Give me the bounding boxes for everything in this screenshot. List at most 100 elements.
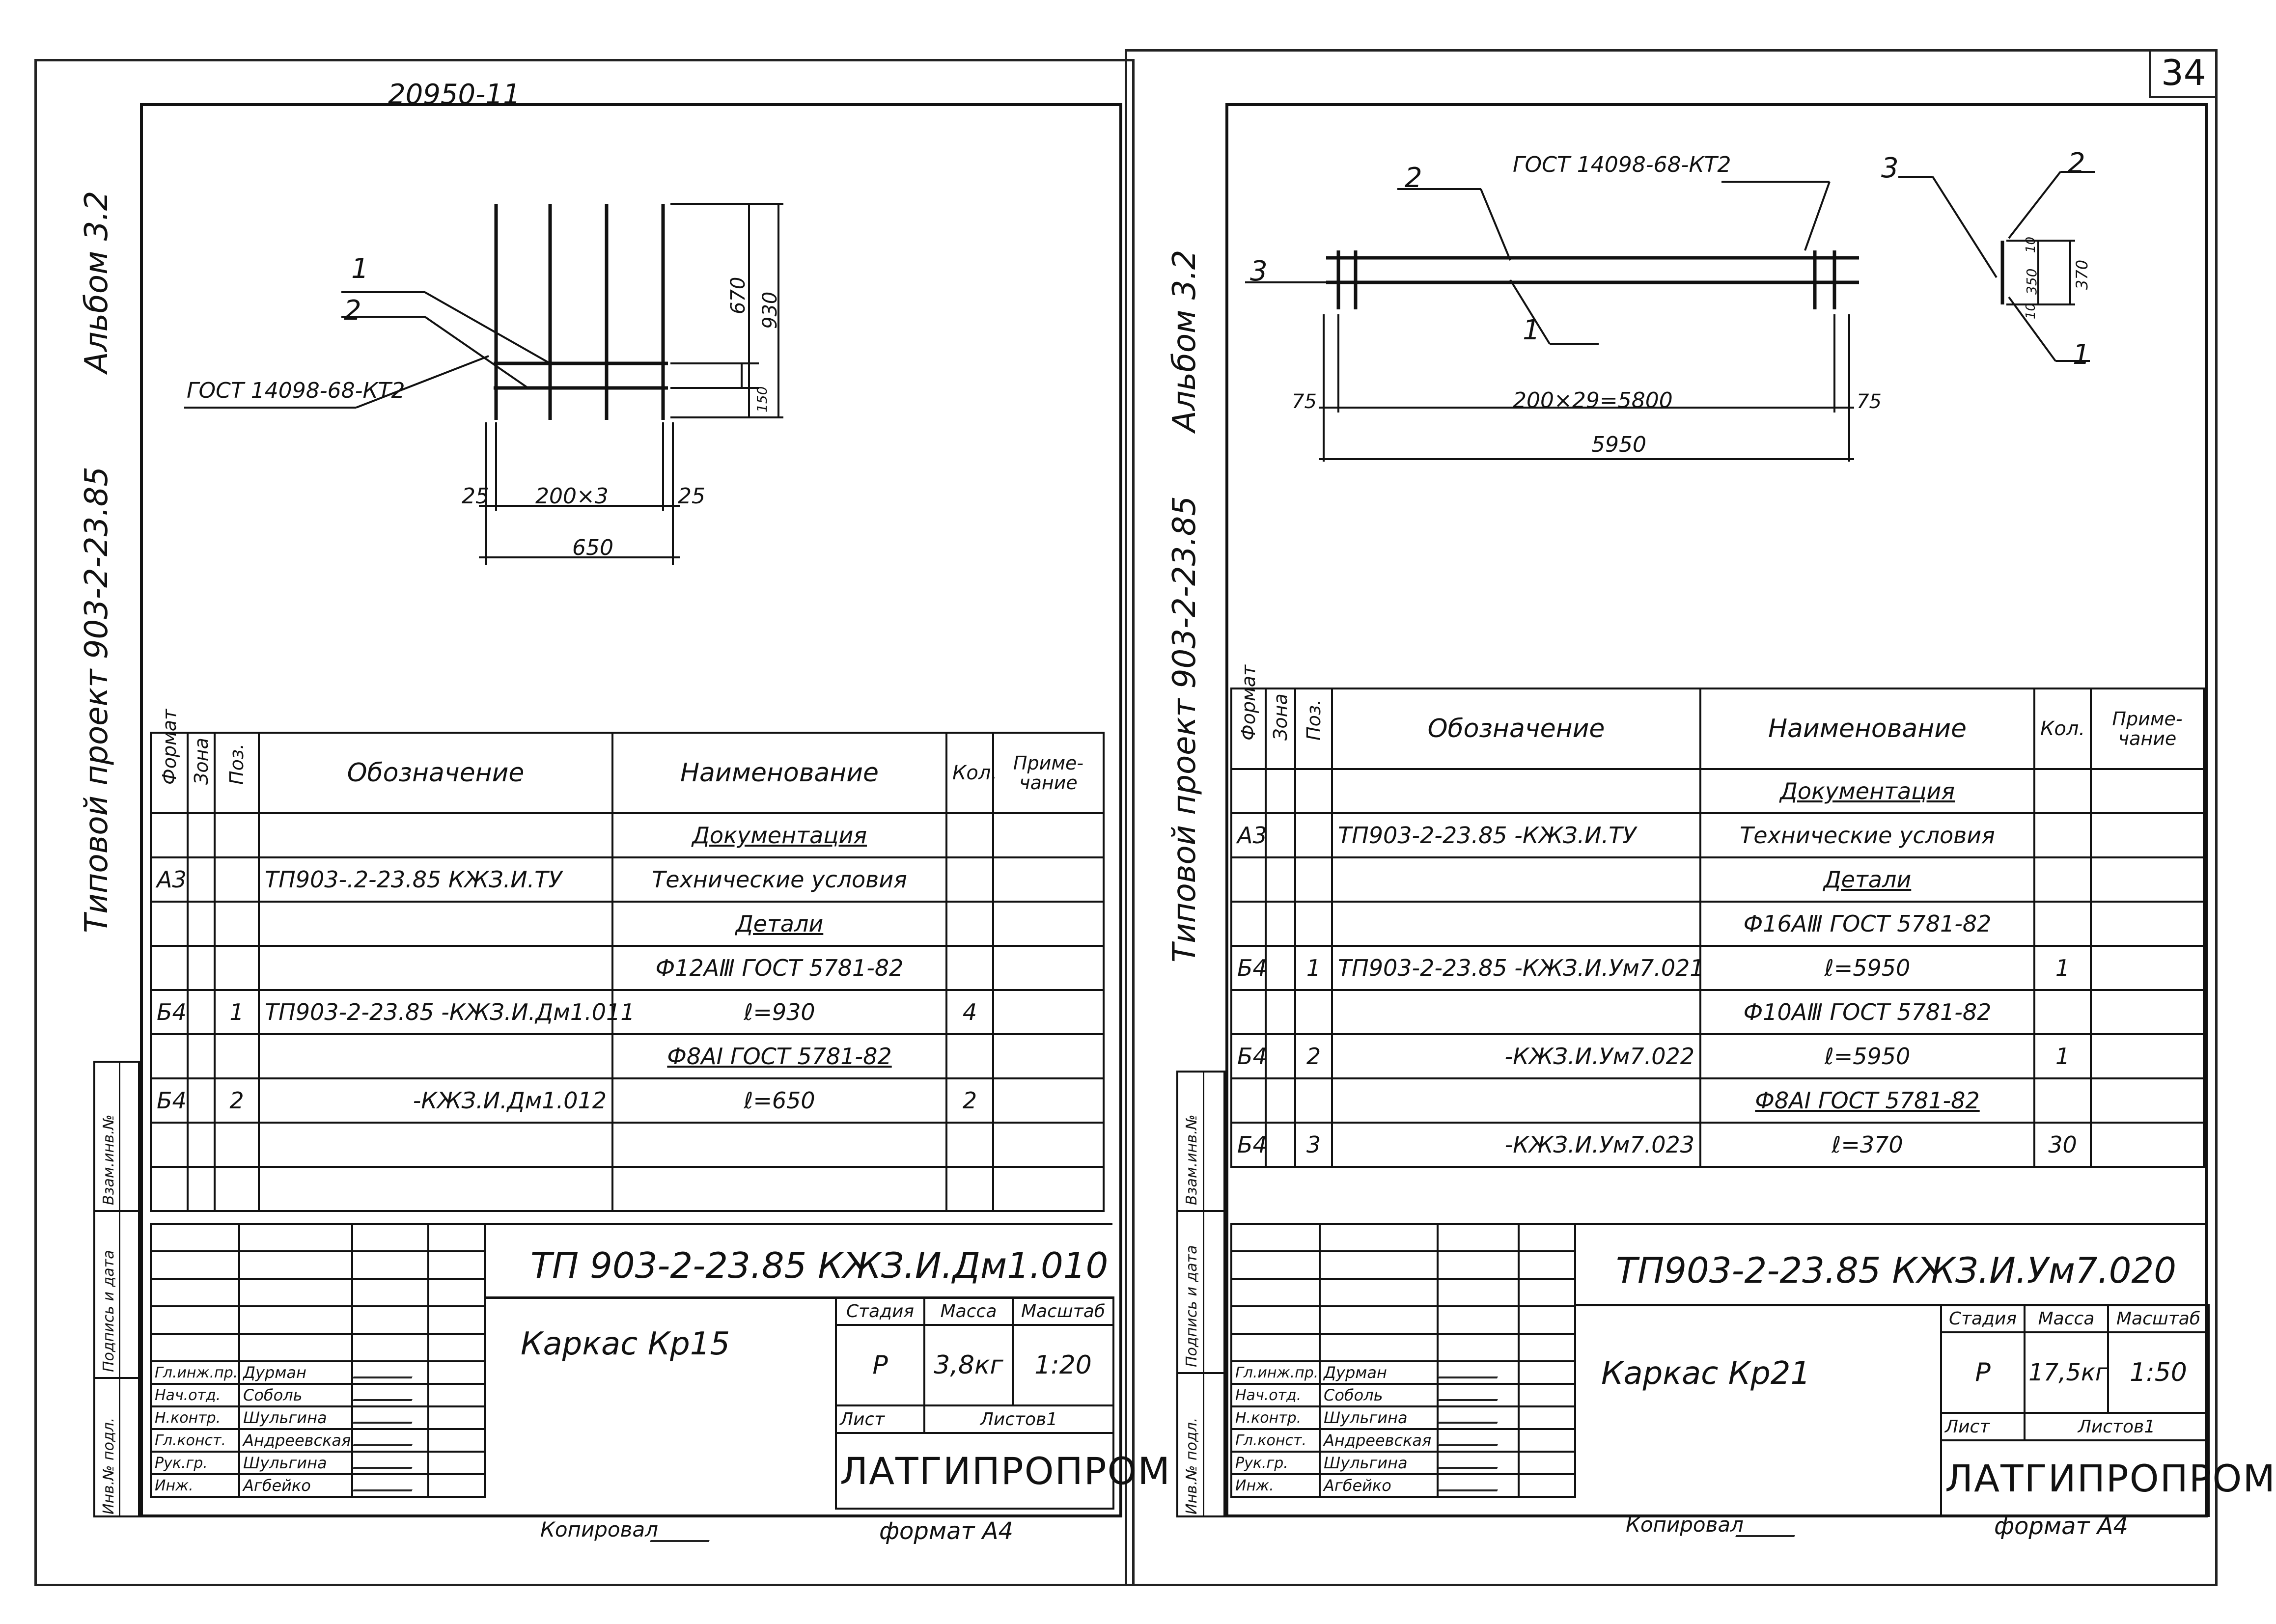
left-cell-format — [150, 812, 189, 858]
right-stage-table: Стадия Масса Масштаб Р 17,5кг 1:50 Лист … — [1940, 1304, 2275, 1517]
left-cell-format — [150, 901, 189, 947]
right-signer-name: Шульгина — [1319, 1405, 1439, 1430]
right-titleblock-empty-cell — [1230, 1278, 1321, 1307]
right-signer-row: Нач.отд.Соболь — [1230, 1383, 1576, 1407]
left-sign-date-label: Подпись и дата — [100, 1250, 117, 1373]
left-signer-date — [427, 1405, 486, 1430]
left-cell-pos — [214, 812, 260, 858]
left-dim-total: 650 — [572, 535, 613, 560]
right-scale-label: Масштаб — [2107, 1304, 2210, 1333]
left-col-format: Формат — [150, 709, 189, 814]
left-callout-1: 1 — [351, 253, 369, 285]
right-col-name: Наименование — [1699, 688, 2035, 770]
right-titleblock-empty-cell — [1518, 1333, 1576, 1362]
right-sec-total: 370 — [2073, 259, 2091, 290]
left-scale-label: Масштаб — [1012, 1296, 1114, 1326]
left-cell-qty — [945, 812, 994, 858]
right-titleblock-empty-cell — [1319, 1333, 1439, 1362]
left-col-note: Приме- чание — [992, 732, 1105, 814]
left-spec-row — [150, 1122, 1105, 1168]
right-cell-pos: 3 — [1294, 1122, 1333, 1168]
right-cell-format: А3 — [1230, 812, 1267, 858]
right-cell-format — [1230, 856, 1267, 903]
left-titleblock-empty-row — [150, 1333, 486, 1362]
left-titleblock-empty-cell — [150, 1223, 240, 1252]
left-signer-row: Н.контр.Шульгина — [150, 1405, 486, 1430]
left-copied-label: Копировал — [540, 1517, 658, 1541]
right-titleblock-empty-cell — [1230, 1250, 1321, 1280]
left-signer-date — [427, 1360, 486, 1385]
right-dim-mid: 200×29=5800 — [1513, 388, 1673, 413]
right-cell-qty — [2033, 901, 2092, 947]
left-cell-pos — [214, 901, 260, 947]
right-sheet-border — [1125, 49, 2218, 1586]
left-cell-designation: ТП903-2-23.85 -КЖЗ.И.Дм1.011 — [258, 989, 635, 1035]
right-signer-date — [1518, 1428, 1576, 1453]
left-col-designation: Обозначение — [258, 732, 613, 814]
left-signer-role: Н.контр. — [150, 1405, 240, 1430]
left-project-label: Типовой проект 903-2-23.85 — [79, 466, 115, 933]
right-cell-name: ℓ=370 — [1699, 1122, 2035, 1168]
right-cell-zone — [1265, 812, 1296, 858]
left-cell-format: Б4 — [150, 1077, 189, 1124]
right-signer-name: Андреевская — [1319, 1428, 1439, 1453]
left-cell-qty — [945, 945, 994, 991]
left-cell-format — [150, 1166, 189, 1212]
left-dim-right: 25 — [678, 484, 705, 509]
left-cell-designation — [258, 1122, 613, 1168]
left-signer-role: Нач.отд. — [150, 1383, 240, 1407]
left-cell-zone — [187, 856, 216, 903]
right-sec-d1: 10 — [2024, 236, 2038, 253]
right-spec-row: Ф8АⅠ ГОСТ 5781-82 — [1230, 1077, 2205, 1124]
left-inv-no-label: Инв.№ подл. — [100, 1417, 117, 1514]
right-cell-zone — [1265, 1122, 1296, 1168]
left-dim-left: 25 — [462, 484, 489, 509]
left-cell-qty — [945, 1033, 994, 1079]
right-titleblock-empty-row — [1230, 1305, 1576, 1335]
left-doc-code: ТП 903-2-23.85 КЖЗ.И.Дм1.010 — [530, 1245, 1109, 1286]
left-cell-pos — [214, 1166, 260, 1212]
left-titleblock-empty-cell — [351, 1333, 429, 1362]
left-cell-note — [992, 1166, 1105, 1212]
right-titleblock-empty-cell — [1319, 1305, 1439, 1335]
left-titleblock-empty-cell — [238, 1305, 353, 1335]
right-doc-code: ТП903-2-23.85 КЖЗ.И.Ум7.020 — [1616, 1250, 2177, 1291]
right-cell-format: Б4 — [1230, 945, 1267, 991]
right-vzam-inv-label: Взам.инв.№ — [1183, 1114, 1200, 1205]
right-album-label: Альбом 3.2 — [1166, 249, 1203, 432]
left-cell-zone — [187, 1033, 216, 1079]
right-cage-drawing — [1245, 171, 2095, 462]
left-signer-signature — [351, 1451, 429, 1475]
left-col-name: Наименование — [611, 732, 947, 814]
right-signer-name: Соболь — [1319, 1383, 1439, 1407]
left-cell-qty: 2 — [945, 1077, 994, 1124]
left-signer-name: Андреевская — [238, 1428, 353, 1453]
right-signer-signature — [1437, 1405, 1520, 1430]
right-titleblock-empty-row — [1230, 1333, 1576, 1362]
right-titleblock-empty-cell — [1319, 1250, 1439, 1280]
right-signature-mark — [1438, 1454, 1504, 1469]
left-album-label: Альбом 3.2 — [79, 191, 115, 373]
left-signer-row: Инж.Агбейко — [150, 1473, 486, 1498]
right-cell-pos — [1294, 768, 1333, 814]
left-signer-role: Инж. — [150, 1473, 240, 1498]
right-cell-name: Технические условия — [1699, 812, 2035, 858]
right-signer-role: Гл.конст. — [1230, 1428, 1321, 1453]
right-cell-note — [2090, 945, 2205, 991]
right-signer-name: Агбейко — [1319, 1473, 1439, 1498]
right-item-name: Каркас Кр21 — [1601, 1355, 1811, 1392]
right-titleblock-empty-cell — [1437, 1250, 1520, 1280]
left-stage-value: Р — [835, 1324, 925, 1406]
right-cell-qty — [2033, 768, 2092, 814]
left-copied-signature — [650, 1527, 716, 1544]
right-cell-qty: 1 — [2033, 945, 2092, 991]
left-cell-format: Б4 — [150, 989, 189, 1035]
right-cell-note — [2090, 901, 2205, 947]
right-col-pos: Поз. — [1294, 688, 1333, 770]
left-cell-zone — [187, 1122, 216, 1168]
left-sheets-label: Листов1 — [923, 1404, 1114, 1434]
right-callout-2: 2 — [1405, 162, 1422, 194]
left-titleblock-empty-cell — [427, 1223, 486, 1252]
right-signer-date — [1518, 1451, 1576, 1475]
